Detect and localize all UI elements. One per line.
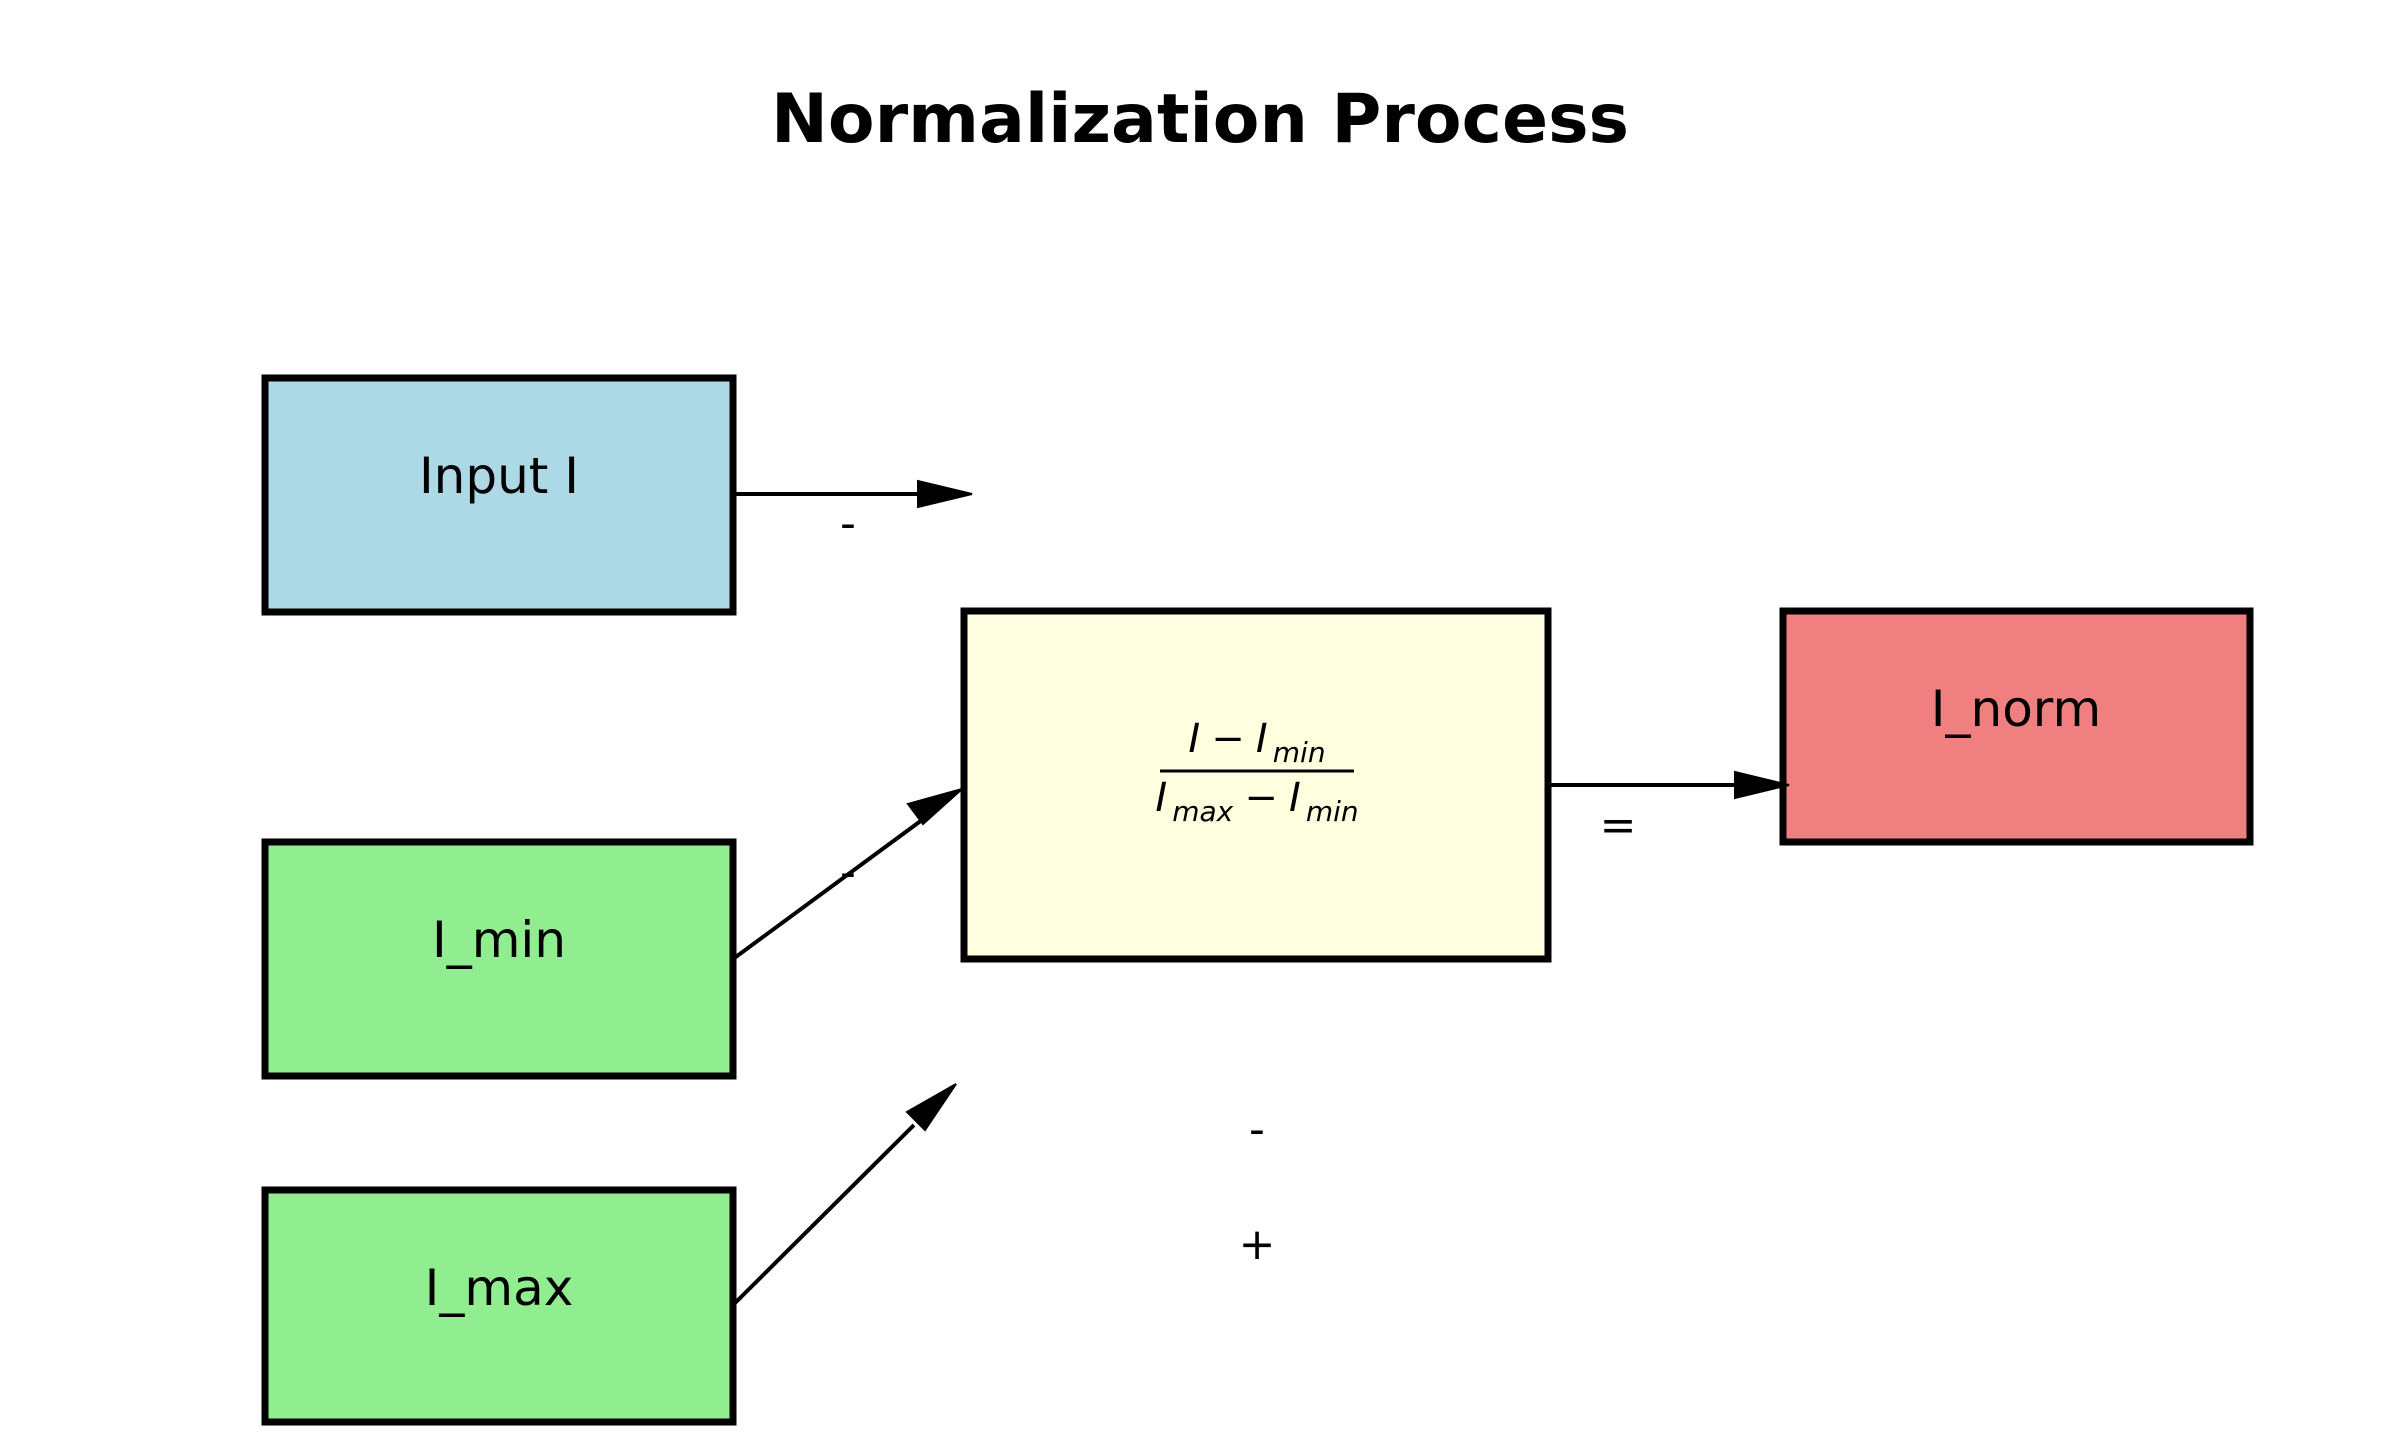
edge-label-equals: = [1600,800,1637,851]
output-node: I_norm [1779,607,2254,846]
input-box [261,374,737,616]
formula-numerator: I − I min [1188,716,1325,769]
min-node: I_min [261,838,737,1080]
min-label: I_min [432,911,566,969]
max-box [261,1186,737,1426]
arrow-max-to-formula [731,1083,957,1307]
min-box [261,838,737,1080]
max-label: I_max [425,1259,574,1317]
formula-node: I − I min I max − I min [960,607,1552,963]
arrow-min-to-formula [731,788,963,961]
center-minus-label: - [1249,1104,1265,1155]
output-box [1779,607,2254,846]
edge-label-input-minus: - [840,498,856,549]
input-node: Input I [261,374,737,616]
output-label: I_norm [1931,680,2101,738]
max-node: I_max [261,1186,737,1426]
arrow-formula-to-output [1548,770,1790,800]
formula-denominator: I max − I min [1155,775,1358,828]
arrow-input-to-formula [733,479,973,509]
formula-box [960,607,1552,963]
center-plus-label: + [1239,1219,1276,1270]
edge-label-min-minus: - [840,847,856,898]
diagram-title: Normalization Process [771,80,1629,159]
input-label: Input I [419,447,579,505]
